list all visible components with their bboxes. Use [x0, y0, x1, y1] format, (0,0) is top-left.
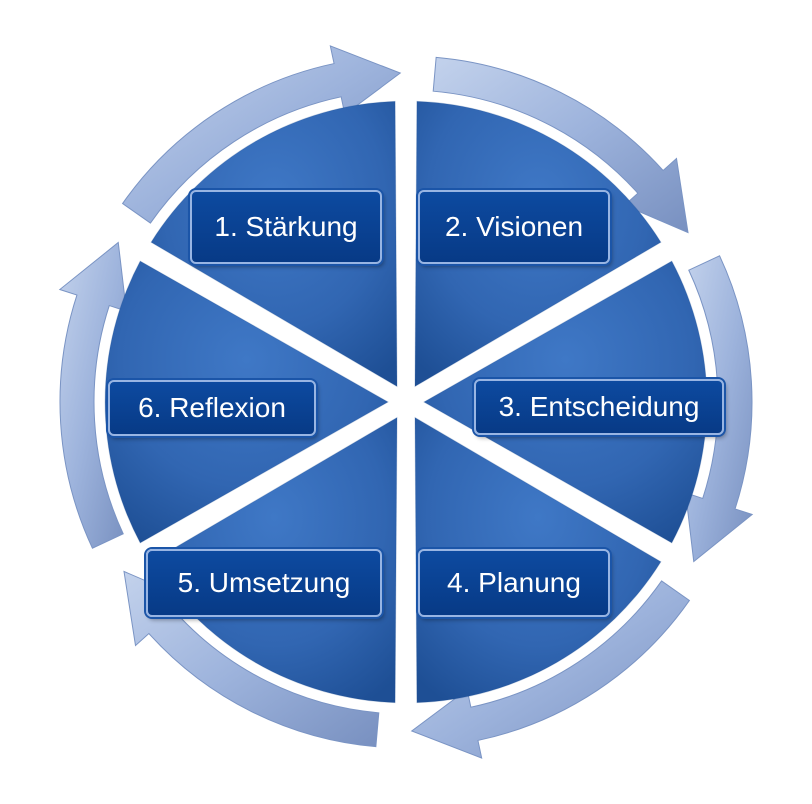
- step-label-6: 6. Reflexion: [108, 380, 316, 436]
- step-label-3: 3. Entscheidung: [474, 379, 724, 435]
- step-label-1: 1. Stärkung: [190, 190, 382, 264]
- step-label-4-text: 4. Planung: [447, 567, 581, 598]
- step-label-5: 5. Umsetzung: [146, 549, 382, 617]
- step-label-1-text: 1. Stärkung: [214, 211, 358, 242]
- cycle-arrow-4: [410, 580, 691, 759]
- step-label-3-text: 3. Entscheidung: [498, 391, 700, 422]
- step-label-6-text: 6. Reflexion: [138, 392, 286, 423]
- step-label-4: 4. Planung: [418, 549, 610, 617]
- cycle-arrow-2: [432, 56, 689, 234]
- cycle-arrow-1: [121, 45, 402, 224]
- cycle-arrow-6: [58, 241, 127, 549]
- cycle-arrows: [58, 45, 754, 759]
- step-label-2: 2. Visionen: [418, 190, 610, 264]
- cycle-arrow-5: [123, 570, 380, 748]
- step-label-2-text: 2. Visionen: [444, 211, 584, 242]
- step-label-5-text: 5. Umsetzung: [177, 567, 351, 598]
